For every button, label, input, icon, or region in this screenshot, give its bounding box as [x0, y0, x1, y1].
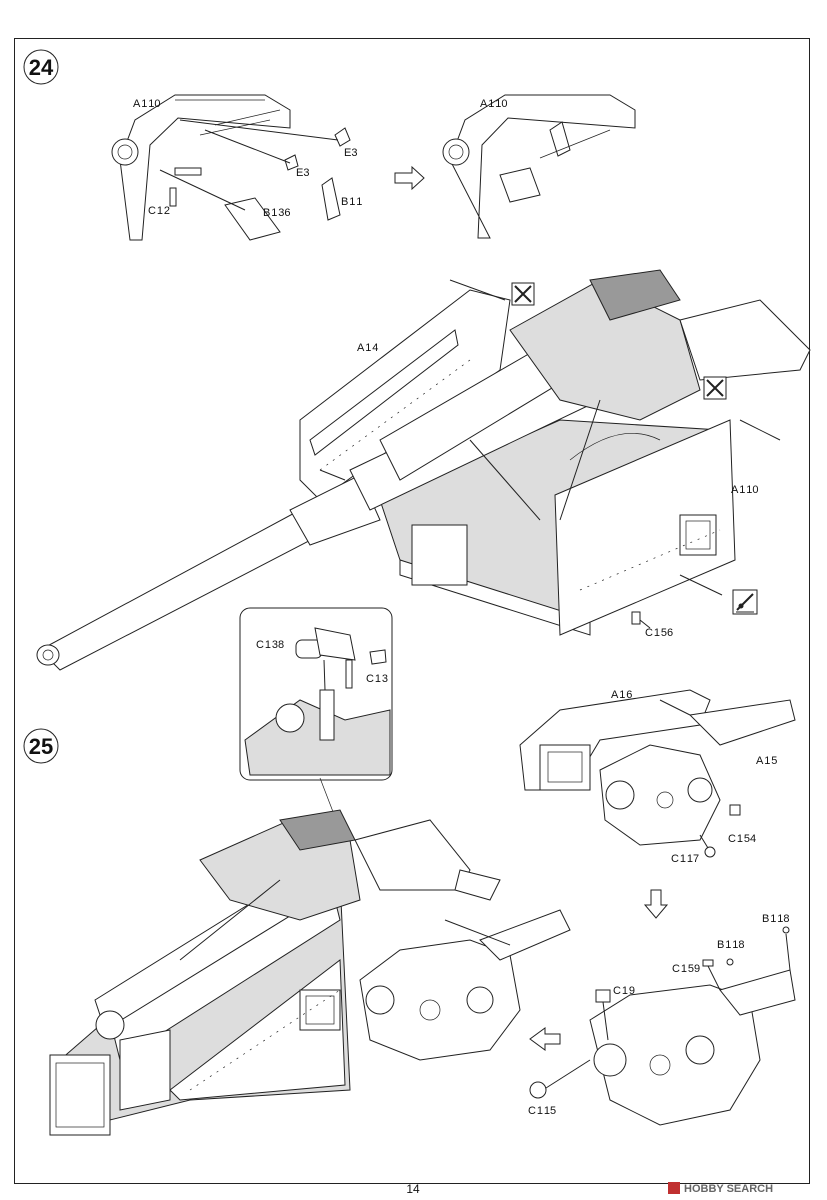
arrow-right-icon [394, 165, 425, 191]
label-b36: B 1 36 [263, 207, 291, 219]
step-24-badge: 24 [23, 49, 59, 85]
label-a10-top: A 1 10 [133, 98, 161, 110]
gun-carriage-step25 [49, 809, 571, 1136]
arrow-left-icon [529, 1027, 561, 1051]
no-glue-icon [703, 376, 727, 400]
arrow-down-icon [643, 889, 669, 919]
paint-brush-icon [732, 589, 758, 615]
label-b18-a: B 1 18 [762, 913, 790, 925]
no-glue-icon [511, 282, 535, 306]
label-a10-main: A 1 10 [731, 484, 759, 496]
label-c17: C 1 17 [671, 853, 699, 865]
a10-frame-exploded [111, 94, 351, 241]
label-a6: A 1 6 [611, 689, 632, 701]
label-a4: A 1 4 [357, 342, 378, 354]
label-b18-b: B 1 18 [717, 939, 745, 951]
watermark-text: HOBBY SEARCH [684, 1183, 773, 1195]
detail-inset [239, 607, 393, 781]
gun-carriage-step24 [36, 269, 811, 671]
label-e3-a: E3 [344, 147, 357, 159]
step-24-number: 24 [29, 55, 54, 80]
page-frame [14, 38, 810, 1184]
label-c3: C 1 3 [366, 673, 388, 685]
page-number: 14 [406, 1182, 420, 1196]
label-c59: C 1 59 [672, 963, 700, 975]
label-c56: C 1 56 [645, 627, 673, 639]
label-a5: A 1 5 [756, 755, 777, 767]
label-c15: C 1 15 [528, 1105, 556, 1117]
label-a10-result: A 1 10 [480, 98, 508, 110]
label-c38: C 1 38 [256, 639, 284, 651]
label-c54: C 1 54 [728, 833, 756, 845]
step-25-badge: 25 [23, 728, 59, 764]
label-c9: C 1 9 [613, 985, 635, 997]
breech-block-exploded [519, 689, 796, 858]
label-e3-b: E3 [296, 167, 309, 179]
hobby-search-logo: HOBBY SEARCH [668, 1182, 773, 1195]
label-b1: B 1 1 [341, 196, 362, 208]
label-c2: C 1 2 [148, 205, 170, 217]
step-25-number: 25 [29, 734, 53, 759]
breech-block-assembled [529, 926, 796, 1126]
a10-frame-assembled [442, 94, 636, 239]
